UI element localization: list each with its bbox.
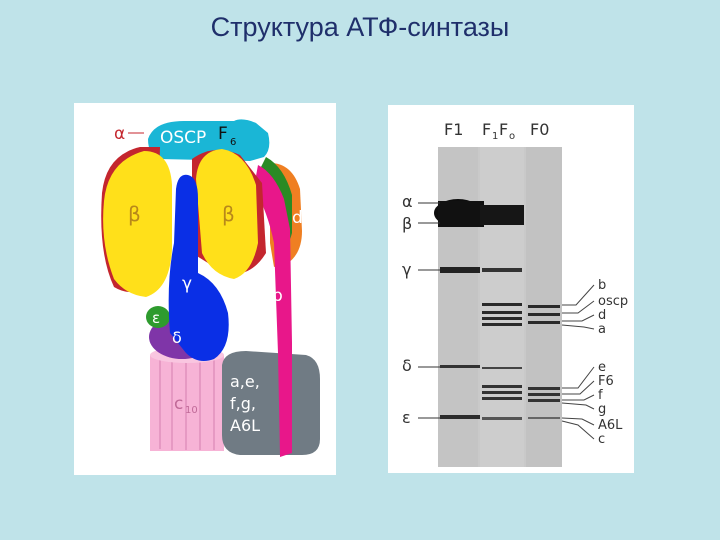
d-label: d xyxy=(292,208,303,228)
page-title: Структура АТФ-синтазы xyxy=(0,12,720,43)
atp-synthase-model-panel: α OSCP F 6 β β γ d b ε δ c 10 a,e, f,g, … xyxy=(74,103,336,475)
gel-label-beta: β xyxy=(402,214,412,233)
gel-label-delta: δ xyxy=(402,356,412,375)
stator-label-line3: A6L xyxy=(230,416,260,435)
gel-label-a: a xyxy=(598,322,606,337)
gamma-label: γ xyxy=(182,274,192,294)
beta-label-left: β xyxy=(128,202,141,226)
c-label: c xyxy=(174,394,183,414)
oscp-label: OSCP xyxy=(160,128,206,148)
gel-label-f6: F6 xyxy=(598,374,614,389)
lane-header-f1f0-sub2: o xyxy=(509,131,515,142)
lane-header-f0: F0 xyxy=(530,120,549,139)
delta-label: δ xyxy=(172,328,182,347)
right-leader-lines xyxy=(562,285,594,439)
f6-label-sub: 6 xyxy=(230,137,236,148)
gel-label-e: e xyxy=(598,360,606,375)
gel-label-b: b xyxy=(598,278,606,293)
gel-label-d: d xyxy=(598,308,606,323)
gel-label-epsilon: ε xyxy=(402,408,411,427)
gel-label-alpha: α xyxy=(402,192,413,211)
lane-header-f1: F1 xyxy=(444,120,463,139)
lane-header-f1f0-part1: F xyxy=(482,120,491,139)
gel-label-g: g xyxy=(598,402,606,417)
f6-label: F xyxy=(218,124,228,144)
gel-label-gamma: γ xyxy=(402,260,411,279)
gel-label-c: c xyxy=(598,432,605,447)
gel-label-oscp: oscp xyxy=(598,294,628,309)
gel-label-a6l: A6L xyxy=(598,418,623,433)
stator-label-line2: f,g, xyxy=(230,394,256,413)
lane-header-f1f0-part2: F xyxy=(499,120,508,139)
epsilon-label: ε xyxy=(152,309,160,327)
gel-panel: F1 F 1 F o F0 α β γ δ ε b osc xyxy=(388,105,634,473)
alpha-label: α xyxy=(114,124,125,144)
c-label-sub: 10 xyxy=(185,405,198,416)
gel-label-f: f xyxy=(598,388,603,403)
lane-header-f1f0-sub1: 1 xyxy=(492,131,498,142)
c-ring xyxy=(150,347,224,451)
atp-synthase-model: α OSCP F 6 β β γ d b ε δ c 10 a,e, f,g, … xyxy=(74,103,336,475)
sds-page-gel: F1 F 1 F o F0 α β γ δ ε b osc xyxy=(388,105,634,473)
b-label: b xyxy=(272,286,283,306)
beta-label-right: β xyxy=(222,202,235,226)
stator-label-line1: a,e, xyxy=(230,372,260,391)
